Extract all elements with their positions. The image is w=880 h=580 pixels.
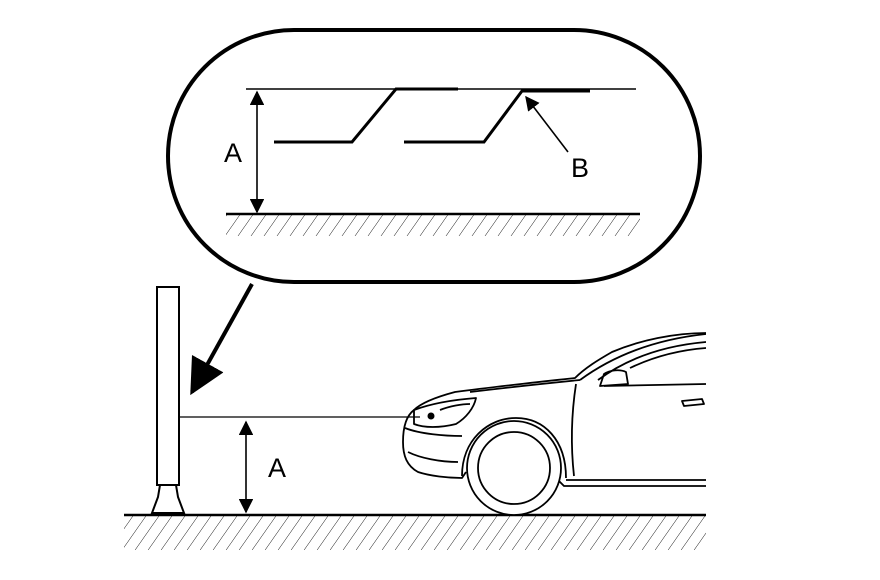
car-headlight-inner <box>439 403 471 411</box>
callout-pointer-arrow <box>525 95 569 153</box>
callout-ground-hatch <box>226 214 640 236</box>
car-door-handle <box>681 398 705 407</box>
callout-bubble: A B <box>166 28 702 284</box>
car-tire <box>466 420 562 516</box>
callout-leader-arrow <box>190 283 254 396</box>
car <box>402 332 706 516</box>
car-grille-line <box>407 451 459 463</box>
car-door-line <box>570 383 577 477</box>
callout-label-a: A <box>224 138 242 168</box>
callout-outline <box>166 28 702 284</box>
car-a-pillar <box>597 341 706 381</box>
car-hood-line <box>469 379 581 393</box>
floor-hatch <box>124 516 706 550</box>
callout-label-b: B <box>571 153 589 183</box>
car-wheel-arch <box>461 417 567 479</box>
beam-cutoff-left <box>274 87 458 144</box>
car-headlight <box>413 397 477 428</box>
beam-cutoff-right <box>404 89 590 144</box>
car-body-outline <box>402 332 706 479</box>
car-mirror <box>599 369 629 387</box>
screen-post <box>156 286 180 486</box>
car-windshield <box>579 333 706 381</box>
floor <box>124 513 706 550</box>
car-headlight-center <box>427 412 435 420</box>
aiming-screen <box>150 286 186 514</box>
car-bumper-line <box>404 427 463 437</box>
screen-stand <box>150 484 186 514</box>
car-side-window <box>603 383 706 387</box>
car-rim <box>477 431 551 505</box>
car-window-upper <box>629 347 706 369</box>
ground-label-a: A <box>268 453 286 483</box>
